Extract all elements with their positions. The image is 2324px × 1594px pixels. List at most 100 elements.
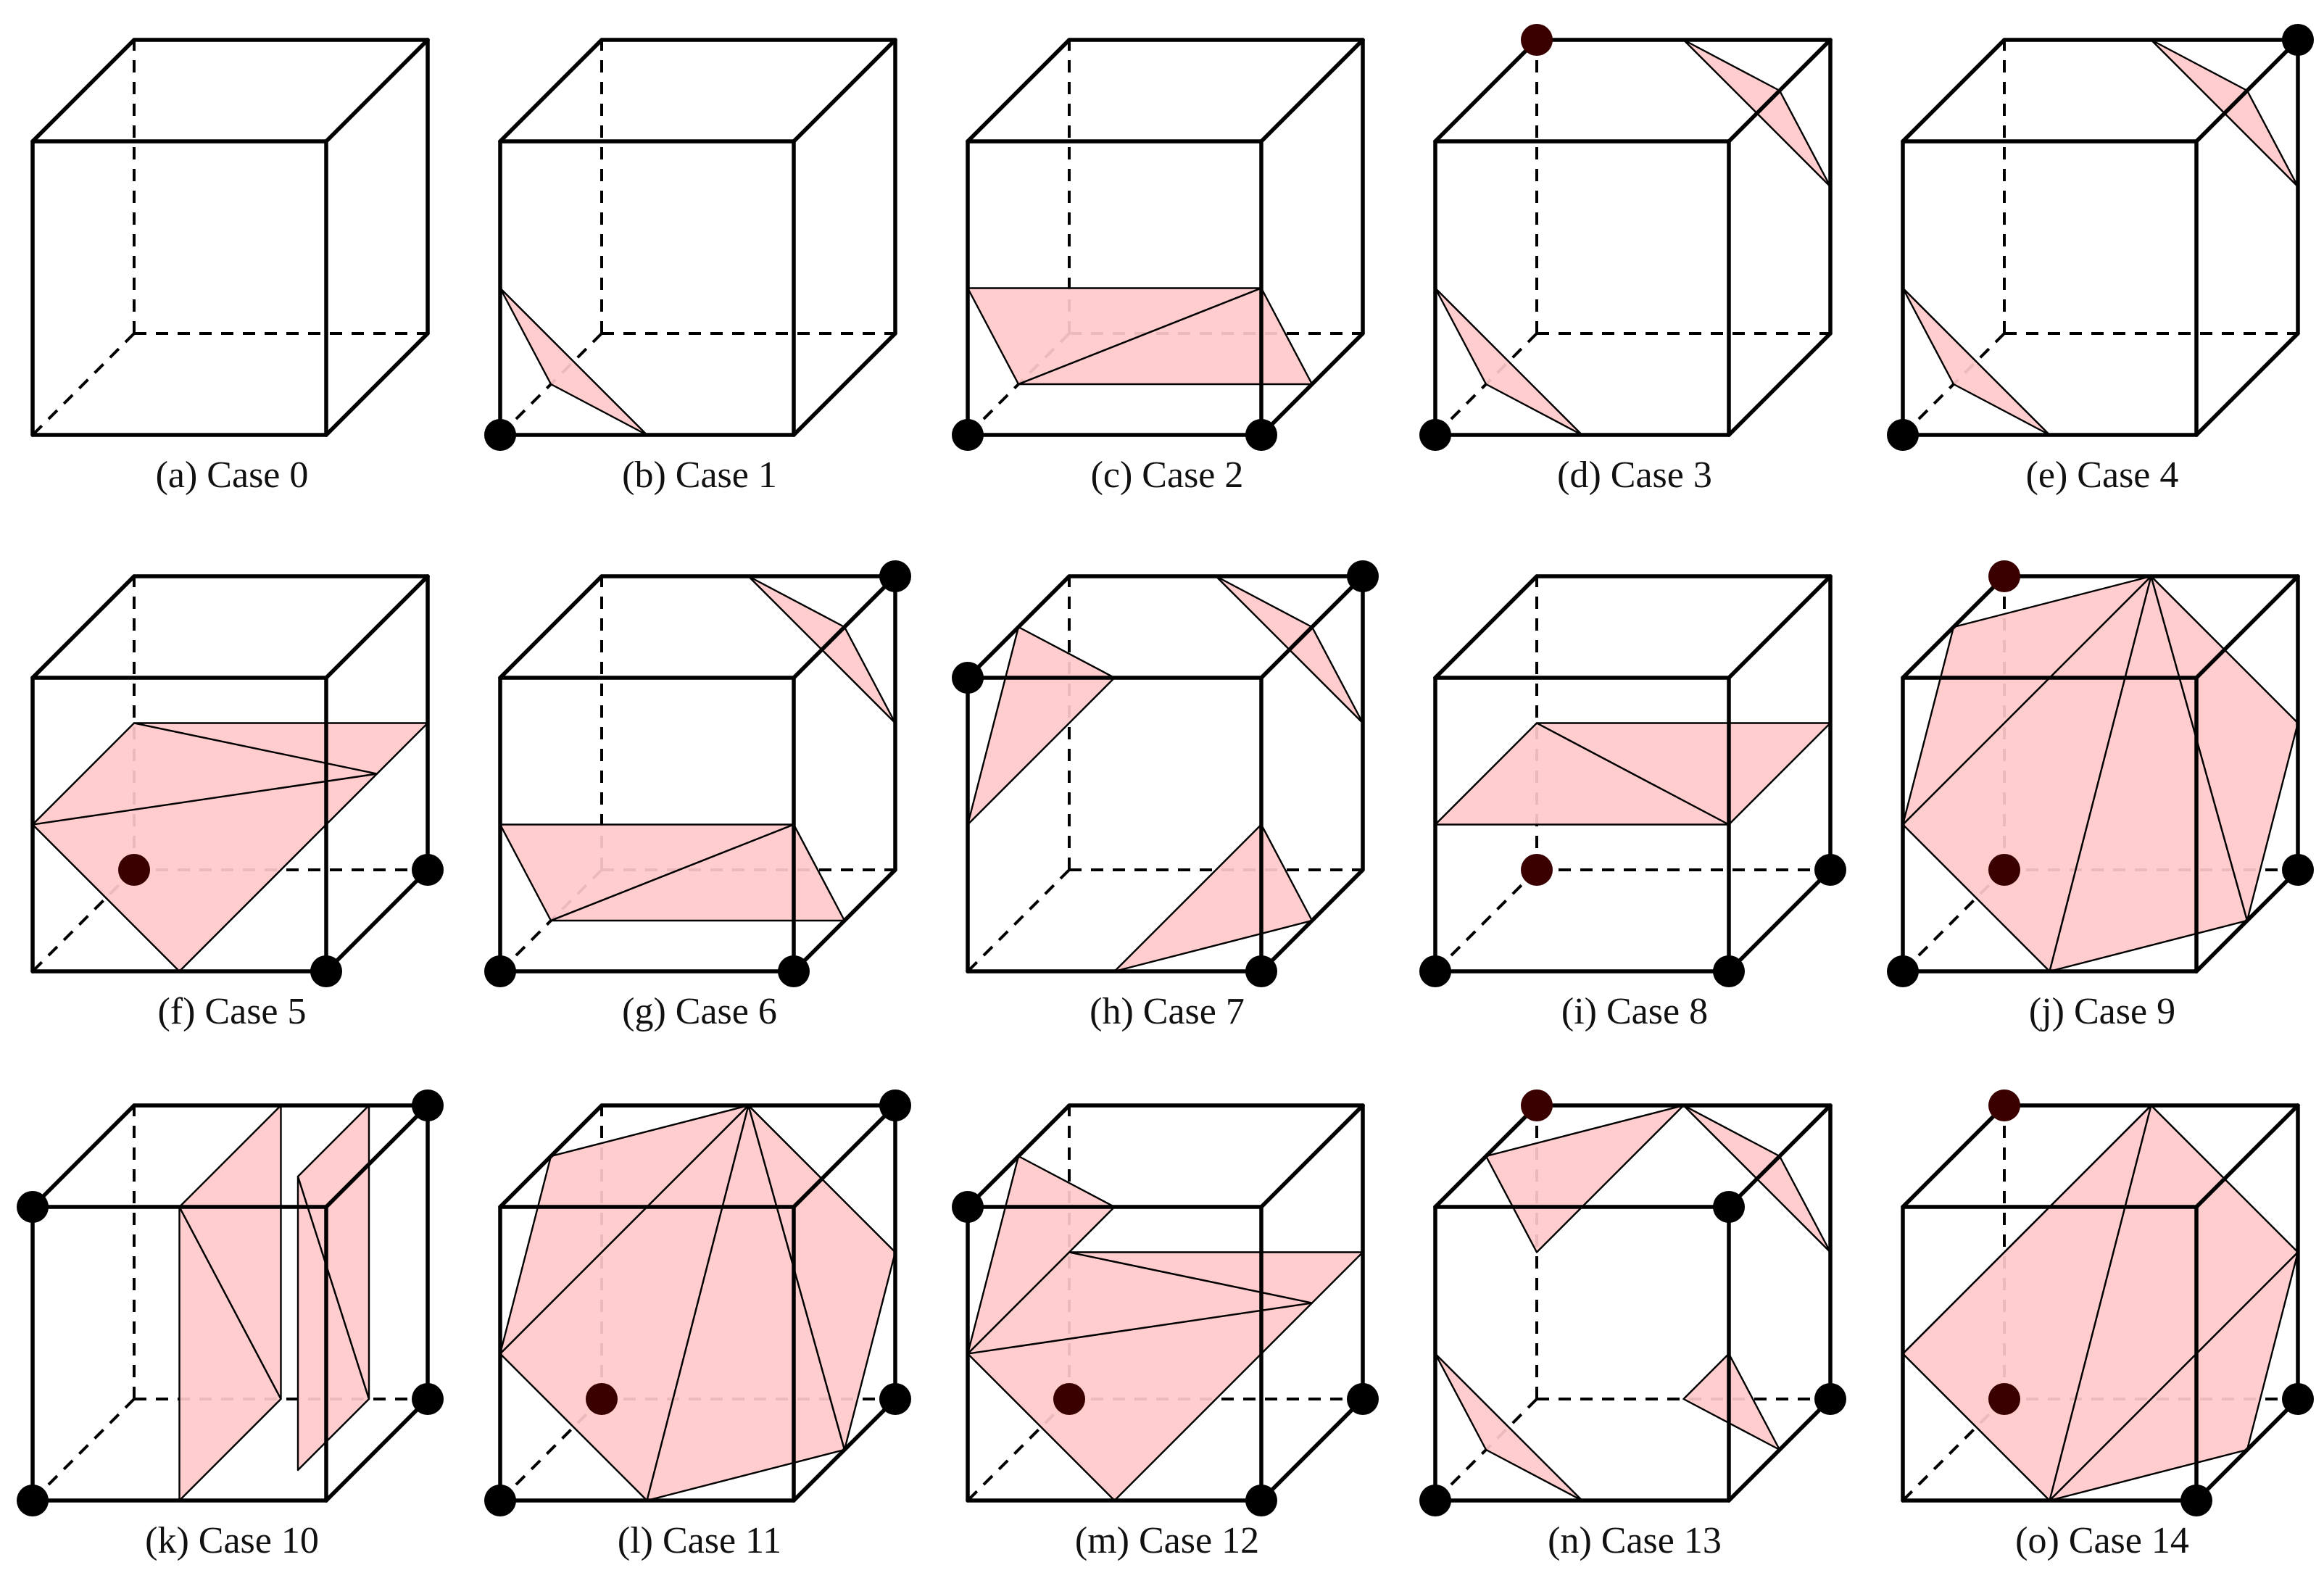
- isosurface-triangle: [549, 823, 846, 922]
- cube-edge: [498, 38, 604, 144]
- cube-edge: [324, 38, 430, 144]
- marked-vertex: [1053, 1383, 1085, 1415]
- cube-panel-11: (l) Case 11: [484, 1089, 911, 1561]
- cube-edge: [1901, 574, 2006, 680]
- marked-vertex: [2282, 24, 2314, 56]
- cube-edge: [324, 1397, 430, 1503]
- hidden-edge: [1434, 868, 1538, 973]
- cube-panel-4: (e) Case 4: [1887, 24, 2314, 496]
- cube-edge: [966, 1103, 1071, 1209]
- marked-vertex: [778, 955, 810, 987]
- cube-panel-5: (f) Case 5: [30, 574, 444, 1032]
- panel-caption: (a) Case 0: [156, 454, 309, 496]
- cube-edge: [498, 1103, 604, 1209]
- cube-edge: [324, 1103, 430, 1209]
- panel-caption: (m) Case 12: [1075, 1520, 1259, 1561]
- marked-vertex: [1347, 560, 1379, 592]
- marked-vertex: [484, 955, 516, 987]
- panel-caption: (d) Case 3: [1557, 454, 1712, 496]
- marked-vertex: [17, 1485, 49, 1516]
- marked-vertex: [952, 419, 984, 451]
- isosurface-triangle: [1017, 287, 1314, 386]
- marked-vertex: [2282, 854, 2314, 886]
- isosurface-triangle: [1901, 1104, 2152, 1355]
- isosurface-triangle: [1535, 722, 1832, 826]
- cube-edge: [1259, 574, 1365, 680]
- isosurface-triangle: [1434, 287, 1583, 436]
- marked-vertex: [1521, 854, 1553, 886]
- isosurface-triangle: [1901, 287, 2051, 436]
- cube-edge: [498, 574, 604, 680]
- cube-edge: [324, 868, 430, 974]
- panel-caption: (o) Case 14: [2015, 1520, 2189, 1561]
- marked-vertex: [412, 1383, 444, 1415]
- cube-edge: [30, 574, 136, 680]
- cube-panel-1: (b) Case 1: [484, 38, 897, 496]
- marked-vertex: [1814, 1383, 1846, 1415]
- panel-caption: (h) Case 7: [1090, 991, 1245, 1032]
- marked-vertex: [412, 1089, 444, 1121]
- marked-vertex: [952, 1191, 984, 1223]
- cube-edge: [324, 331, 430, 437]
- cube-edge: [1259, 868, 1365, 974]
- panel-caption: (g) Case 6: [622, 991, 777, 1032]
- cube-panel-12: (m) Case 12: [952, 1103, 1379, 1561]
- marked-vertex: [1245, 419, 1277, 451]
- hidden-edge: [31, 1398, 136, 1502]
- marked-vertex: [1988, 1383, 2020, 1415]
- panel-caption: (e) Case 4: [2026, 454, 2179, 496]
- marked-vertex: [2282, 1383, 2314, 1415]
- marked-vertex: [1521, 24, 1553, 56]
- cube-panel-9: (j) Case 9: [1887, 560, 2314, 1032]
- marked-vertex: [952, 662, 984, 694]
- marked-vertex: [1814, 854, 1846, 886]
- isosurface-triangle: [1901, 575, 2152, 826]
- marked-vertex: [1419, 1485, 1451, 1516]
- panel-caption: (f) Case 5: [157, 991, 306, 1032]
- cube-edge: [1727, 1103, 1833, 1209]
- cube-edge: [30, 1103, 136, 1209]
- marked-vertex: [1245, 955, 1277, 987]
- marked-vertex: [1521, 1089, 1553, 1121]
- cube-edge: [2194, 38, 2300, 144]
- cube-edge: [2194, 331, 2300, 437]
- marked-vertex: [2180, 1485, 2212, 1516]
- marked-vertex: [1887, 419, 1919, 451]
- isosurface-triangle: [2049, 1251, 2299, 1502]
- cube-panel-7: (h) Case 7: [952, 560, 1379, 1032]
- marked-vertex: [879, 1383, 911, 1415]
- isosurface-triangle: [1068, 1251, 1364, 1304]
- isosurface-triangle: [178, 1104, 282, 1400]
- hidden-edge: [31, 332, 136, 436]
- isosurface-triangle: [499, 1104, 750, 1355]
- cube-edge: [2194, 574, 2300, 680]
- marked-vertex: [412, 854, 444, 886]
- marked-vertex: [1988, 560, 2020, 592]
- cube-edge: [1259, 1103, 1365, 1209]
- cube-edge: [966, 38, 1071, 144]
- marked-vertex: [1245, 1485, 1277, 1516]
- marked-vertex: [879, 1089, 911, 1121]
- cube-edge: [30, 38, 136, 144]
- hidden-edge: [966, 868, 1071, 973]
- isosurface-triangle: [1434, 1353, 1583, 1502]
- cube-edge: [966, 574, 1071, 680]
- marked-vertex: [484, 419, 516, 451]
- cube-edge: [2194, 1397, 2300, 1503]
- cube-edge: [1727, 868, 1833, 974]
- cube-edge: [792, 868, 897, 974]
- cube-edge: [2194, 868, 2300, 974]
- isosurface-triangle: [1682, 1353, 1781, 1451]
- marked-vertex: [1419, 419, 1451, 451]
- cube-panel-8: (i) Case 8: [1419, 574, 1846, 1032]
- cube-panel-2: (c) Case 2: [952, 38, 1365, 496]
- cube-edge: [792, 1103, 897, 1209]
- cube-edge: [1433, 574, 1539, 680]
- marked-vertex: [118, 854, 150, 886]
- isosurface-triangle: [1485, 1104, 1685, 1253]
- cube-panel-0: (a) Case 0: [30, 38, 430, 496]
- cube-edge: [1727, 574, 1833, 680]
- cube-edge: [792, 574, 897, 680]
- cube-edge: [1433, 1103, 1539, 1209]
